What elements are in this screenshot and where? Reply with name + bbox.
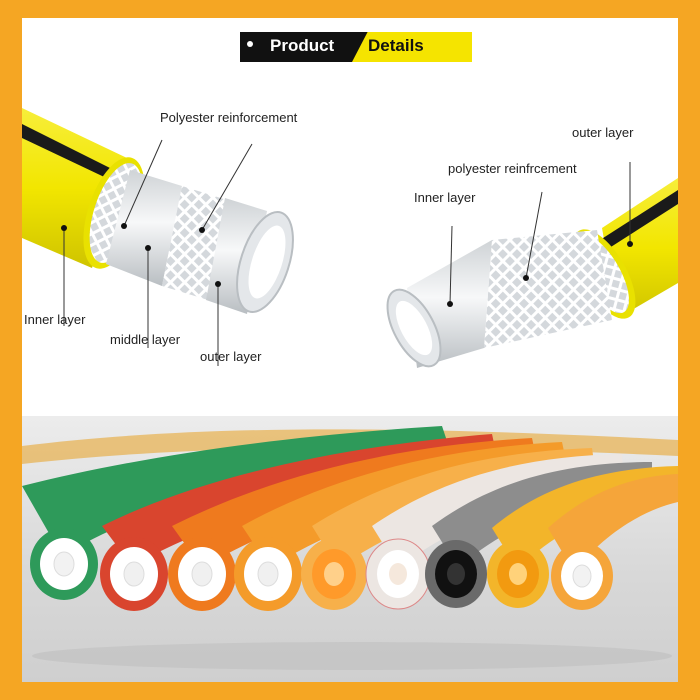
header-word-product: Product xyxy=(270,36,335,55)
left-black-stripe xyxy=(22,124,122,184)
left-middle-layer-band xyxy=(106,170,182,286)
hose-samples-illustration xyxy=(22,426,678,670)
header-black-block xyxy=(240,32,368,62)
label-outer-layer-right: outer layer xyxy=(572,125,634,140)
header-word-details: Details xyxy=(368,36,424,55)
right-tube-bore xyxy=(395,300,433,356)
hose-orange-3 xyxy=(548,474,678,610)
label-polyester-reinforcement: Polyester reinforcement xyxy=(160,110,298,125)
right-black-stripe xyxy=(600,190,678,252)
right-hose-illustration xyxy=(386,162,678,368)
left-tube-bore xyxy=(248,225,286,299)
label-polyester-reinfrcement-right: polyester reinfrcement xyxy=(448,161,577,176)
hose-samples-photo xyxy=(22,416,678,682)
label-inner-layer-left: Inner layer xyxy=(24,312,86,327)
label-inner-layer-right: Inner layer xyxy=(414,190,476,205)
header-dot-icon xyxy=(247,41,253,47)
label-outer-layer-left: outer layer xyxy=(200,349,262,364)
product-details-panel: Product Details xyxy=(22,18,678,682)
label-middle-layer: middle layer xyxy=(110,332,181,347)
product-details-header: Product Details xyxy=(240,32,472,62)
hose-layer-diagrams xyxy=(22,108,678,368)
left-hose-illustration xyxy=(22,108,294,366)
right-mesh-band xyxy=(484,230,612,348)
header-yellow-block xyxy=(352,32,472,62)
